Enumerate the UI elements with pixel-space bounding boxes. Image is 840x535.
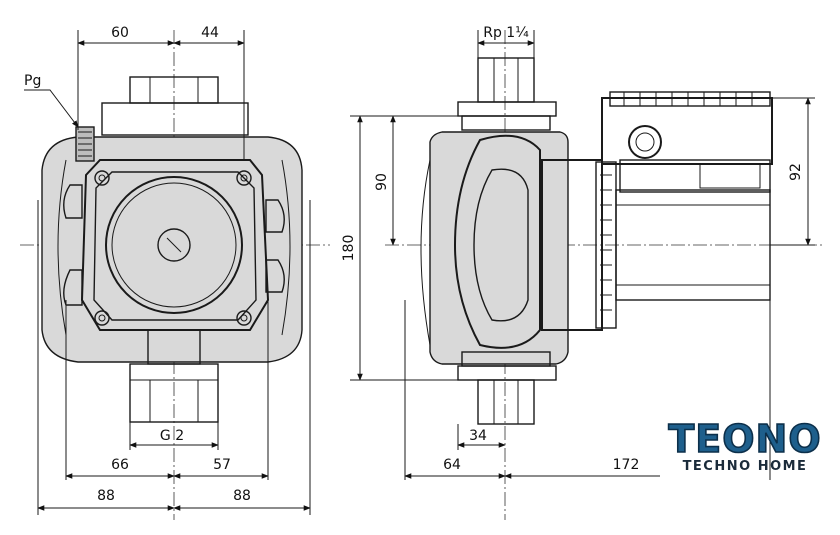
side-dial: [628, 125, 662, 159]
dim-88-left: 88: [97, 488, 115, 504]
dim-g2: G 2: [160, 428, 184, 444]
dim-90: 90: [374, 173, 390, 191]
front-rotor-circle: [105, 176, 243, 314]
dim-180: 180: [341, 235, 357, 262]
dim-rp: Rp 1¼: [483, 25, 529, 41]
front-view: [20, 30, 330, 520]
dim-60: 60: [111, 25, 129, 41]
front-housing: [41, 136, 303, 363]
label-pg: Pg: [24, 73, 41, 89]
dim-88-right: 88: [233, 488, 251, 504]
logo-tagline: TECHNO HOME: [683, 459, 808, 474]
dim-44: 44: [201, 25, 219, 41]
front-bottom-flange: [129, 363, 219, 423]
dim-57: 57: [213, 457, 231, 473]
side-stator: [541, 159, 603, 331]
teono-logo: TEONO TECHNO HOME: [668, 416, 822, 474]
side-view: [385, 30, 825, 520]
dim-92: 92: [788, 163, 804, 181]
front-bolts: [94, 170, 252, 326]
side-bottom-port: [477, 379, 535, 425]
dim-34: 34: [469, 428, 487, 444]
dim-64: 64: [443, 457, 461, 473]
side-dimensions: Rp 1¼ 180 90 92 34 64 172: [341, 25, 815, 480]
front-dimensions: 60 44 Pg G 2 66 57 88 88: [24, 25, 311, 515]
dim-66: 66: [111, 457, 129, 473]
side-top-port: [477, 57, 535, 103]
front-shaft-circle: [157, 228, 191, 262]
dim-172: 172: [613, 457, 640, 473]
side-terminal-box: [601, 97, 773, 165]
logo-brand: TEONO: [668, 417, 821, 461]
